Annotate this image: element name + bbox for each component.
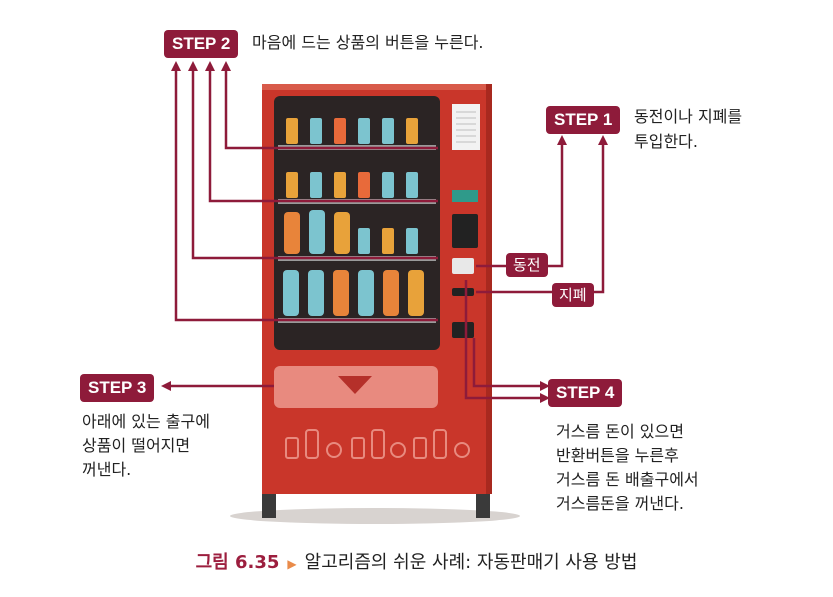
product-row-1: [286, 118, 418, 144]
floor-shadow: [230, 508, 520, 524]
step2-badge: STEP 2: [164, 30, 239, 58]
bottom-decoration: [285, 429, 470, 459]
step4-arrows: [464, 280, 550, 403]
step3-text-line1: 아래에 있는 출구에: [82, 412, 210, 431]
step4-text-line2: 반환버튼을 누른후: [556, 446, 679, 465]
step1-arrows: [476, 135, 608, 294]
product-row-2: [286, 172, 418, 198]
step4-text-line4: 거스름돈을 꺼낸다.: [556, 494, 684, 513]
bill-slot: [452, 288, 474, 296]
step3-text-line3: 꺼낸다.: [82, 460, 132, 479]
step1-text-line1: 동전이나 지폐를: [634, 107, 743, 126]
step4-text-line3: 거스름 돈 배출구에서: [556, 470, 699, 489]
step3-text-line2: 상품이 떨어지면: [82, 436, 191, 455]
display-screen: [452, 190, 478, 202]
machine-leg-left: [262, 490, 276, 518]
step4-badge: STEP 4: [548, 379, 623, 407]
change-return: [452, 322, 474, 338]
step4-text-line1: 거스름 돈이 있으면: [556, 422, 684, 441]
figure-number: 그림 6.35: [195, 552, 280, 573]
step3-badge: STEP 3: [80, 374, 155, 402]
figure-caption-text: 알고리즘의 쉬운 사례: 자동판매기 사용 방법: [304, 552, 638, 573]
machine-leg-right: [476, 490, 490, 518]
keypad: [452, 214, 478, 248]
step2-text: 마음에 드는 상품의 버튼을 누른다.: [252, 33, 484, 52]
info-panel: [452, 104, 480, 150]
product-row-3: [284, 210, 418, 254]
triangle-icon: ▶: [287, 557, 297, 571]
figure-caption: 그림 6.35 ▶ 알고리즘의 쉬운 사례: 자동판매기 사용 방법: [0, 548, 833, 574]
step1-badge: STEP 1: [546, 106, 621, 134]
bill-tag: 지폐: [552, 283, 594, 307]
coin-slot: [452, 258, 474, 274]
step2-arrows: [171, 61, 438, 322]
product-row-4: [283, 270, 424, 316]
coin-tag: 동전: [506, 253, 548, 277]
step1-text-line2: 투입한다.: [634, 132, 698, 151]
